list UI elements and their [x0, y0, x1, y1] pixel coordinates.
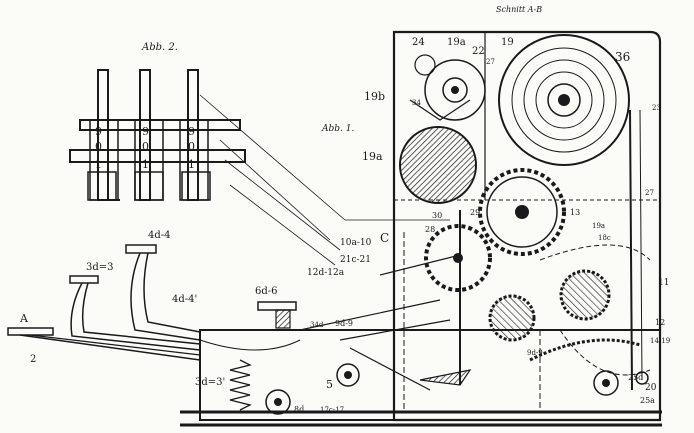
label-3b: 3d=3'	[195, 377, 225, 388]
digit-9: 1	[188, 158, 195, 171]
label-29: 29	[470, 208, 480, 217]
label-12: 12d-12a	[307, 268, 345, 278]
label-22: 22	[472, 46, 485, 57]
label-2: 2	[30, 354, 36, 365]
label-9r: 9d-9	[527, 349, 543, 357]
digit-4: 0	[95, 140, 102, 153]
label-3: 3d=3	[86, 262, 114, 273]
label-13: 13	[570, 208, 580, 217]
label-28: 28	[425, 225, 435, 234]
digit-2: 9	[142, 125, 149, 138]
digit-5: 0	[142, 140, 149, 153]
label-19a-right: 19a	[592, 222, 605, 230]
label-17: 17c-17	[320, 406, 344, 414]
label-6: 6d-6	[255, 286, 278, 297]
fig2-title: Abb. 2.	[141, 42, 178, 53]
label-9: 9d-9	[335, 319, 353, 328]
digit-8: 1	[142, 158, 149, 171]
label-25a: 25a	[640, 396, 655, 405]
escapement	[409, 54, 486, 121]
label-23: 23	[652, 104, 661, 112]
label-27b: 27	[645, 189, 654, 197]
label-21: 21c-21	[340, 255, 371, 265]
spring-barrel	[498, 34, 630, 166]
label-19b: 19b	[364, 90, 385, 103]
leader-lines	[199, 94, 450, 266]
rollers	[265, 363, 649, 415]
label-4: 4d-4	[148, 230, 171, 241]
label-25c: 25c	[628, 373, 643, 382]
digit-6: 0	[188, 140, 195, 153]
label-36: 36	[615, 50, 630, 64]
label-C: C	[380, 231, 389, 245]
label-A: A	[19, 312, 29, 325]
coil-spring	[229, 359, 252, 411]
label-20: 20	[645, 383, 657, 393]
fig1-title: Abb. 1.	[321, 124, 354, 134]
label-19: 19	[501, 37, 514, 48]
gear-train	[424, 224, 651, 376]
digit-1: 9	[95, 125, 102, 138]
hatched-drum	[399, 126, 477, 204]
label-30: 30	[432, 211, 442, 220]
label-34: 34	[412, 99, 421, 107]
label-18c: 18c	[598, 234, 611, 242]
label-8: 8d	[294, 405, 304, 414]
label-4b: 4d-4'	[172, 294, 197, 305]
main-gear	[478, 168, 566, 256]
label-19a-top: 19a	[447, 37, 466, 48]
main-housing	[180, 30, 662, 427]
label-10: 10a-10	[340, 238, 372, 248]
label-14: 14-19	[650, 337, 670, 345]
linkages	[199, 109, 643, 410]
keys	[7, 244, 297, 361]
digit-7: 1	[95, 158, 102, 171]
digit-3: 9	[188, 125, 195, 138]
labels: Schnitt A-B Abb. 2. Abb. 1. 24 19a 22 19…	[19, 5, 670, 414]
label-19a-mid: 19a	[362, 150, 383, 163]
label-34b: 34d	[310, 321, 324, 329]
fig2-wheel-detail: 9 9 9 0 0 0 1 1 1	[69, 69, 246, 201]
label-5: 5	[326, 378, 333, 391]
section-title: Schnitt A-B	[496, 5, 542, 14]
label-27: 27	[486, 58, 495, 66]
label-12r: 12	[655, 318, 665, 327]
label-24: 24	[412, 37, 425, 48]
label-11: 11	[658, 278, 669, 288]
